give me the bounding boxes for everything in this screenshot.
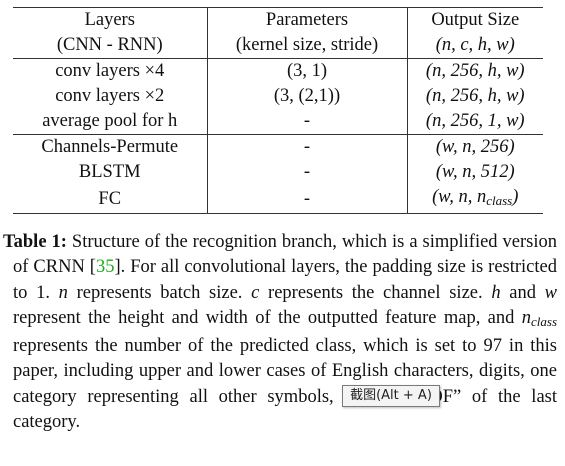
math-var-nclass-base: n: [521, 307, 531, 328]
math-var-w: w: [544, 282, 557, 303]
cell-layer: conv layers ×2: [13, 84, 208, 109]
math-var-c: c: [251, 282, 260, 303]
table-row: average pool for h - (n, 256, 1, w): [13, 109, 543, 135]
cell-params: -: [207, 160, 408, 185]
math-var-nclass-sub: class: [531, 313, 557, 329]
table-header-row: Layers Parameters Output Size: [13, 7, 543, 33]
cell-layer: conv layers ×4: [13, 58, 208, 84]
table-row: Channels-Permute - (w, n, 256): [13, 134, 543, 160]
subheader-output-dims: (n, c, h, w): [435, 35, 515, 55]
subheader-cnn-rnn: (CNN - RNN): [13, 33, 208, 59]
table-row: conv layers ×2 (3, (2,1)) (n, 256, h, w): [13, 84, 543, 109]
cell-layer: FC: [13, 185, 208, 214]
header-layers: Layers: [13, 7, 208, 33]
table-row: FC - (w, n, nclass): [13, 185, 543, 214]
cell-params: -: [207, 185, 408, 214]
caption-text: represents the number of the predicted c…: [13, 336, 557, 433]
header-output-size: Output Size: [407, 7, 543, 33]
table-row: conv layers ×4 (3, 1) (n, 256, h, w): [13, 58, 543, 84]
recognition-branch-table: Layers Parameters Output Size (CNN - RNN…: [13, 7, 543, 214]
header-parameters: Parameters: [207, 7, 408, 33]
cell-params: (3, (2,1)): [207, 84, 408, 109]
table-caption: Table 1: Structure of the recognition br…: [3, 230, 557, 435]
caption-text: ]. For all convolutional layers, the pad…: [13, 257, 557, 303]
math-var-n: n: [58, 282, 68, 303]
caption-text: represents the channel size.: [259, 282, 492, 303]
cell-output: (w, n, 256): [407, 134, 543, 160]
subheader-kernel-stride: (kernel size, stride): [207, 33, 408, 59]
caption-label: Table 1:: [3, 232, 67, 252]
cell-output: (n, 256, h, w): [425, 86, 525, 106]
screenshot-tooltip: 截图(Alt + A): [342, 385, 440, 407]
cell-output: (w, n, 512): [435, 162, 515, 182]
cell-params: (3, 1): [207, 58, 408, 84]
table-row: BLSTM - (w, n, 512): [13, 160, 543, 185]
caption-text: represent the height and width of the ou…: [13, 307, 522, 328]
cell-params: -: [207, 134, 408, 160]
cell-output: (w, n, nclass): [407, 185, 543, 214]
nclass-subscript: class: [486, 193, 513, 208]
caption-text: and: [500, 282, 545, 303]
citation-link[interactable]: 35: [95, 257, 115, 278]
math-var-nclass: nclass: [521, 307, 557, 329]
cell-layer: BLSTM: [13, 160, 208, 185]
table-subheader-row: (CNN - RNN) (kernel size, stride) (n, c,…: [13, 33, 543, 59]
caption-text: Structure of the recognition branch, whi…: [13, 232, 557, 278]
cell-output: (n, 256, 1, w): [425, 111, 525, 131]
cell-params: -: [207, 109, 408, 135]
caption-text: represents batch size.: [67, 282, 252, 303]
cell-output: (n, 256, h, w): [407, 58, 543, 84]
cell-layer: Channels-Permute: [13, 134, 208, 160]
math-var-h: h: [491, 282, 501, 303]
cell-layer: average pool for h: [13, 109, 208, 135]
